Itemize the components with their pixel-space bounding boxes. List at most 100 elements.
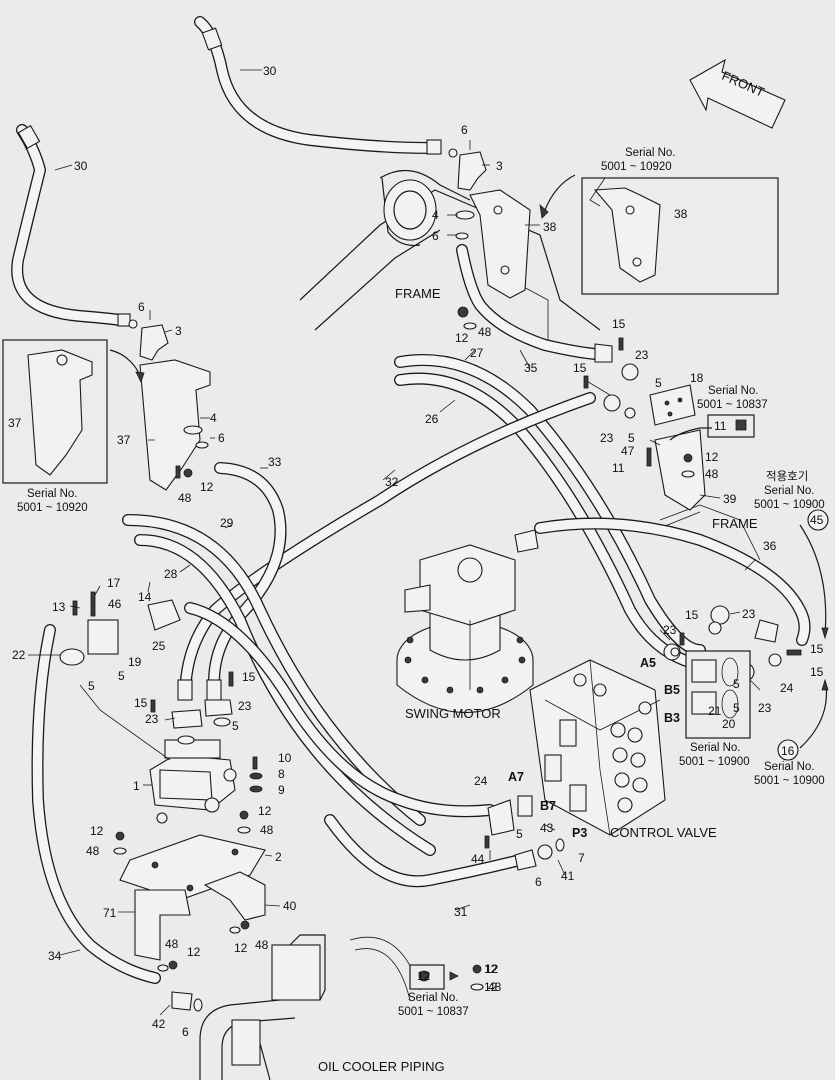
part-number: 48 — [255, 938, 269, 952]
part-number: 25 — [152, 639, 166, 653]
part-number: 12 — [484, 962, 498, 976]
part-number: 5 — [88, 679, 95, 693]
part-number: 29 — [220, 516, 234, 530]
part-number: 11 — [612, 461, 625, 475]
korean-note: 적용호기 — [766, 470, 808, 483]
boom-frame — [299, 169, 611, 396]
part-number: 27 — [470, 346, 484, 360]
port-label: B7 — [540, 799, 556, 813]
part-number: 12 — [234, 941, 248, 955]
part-number: 7 — [578, 851, 585, 865]
part-number: 6 — [535, 875, 542, 889]
serial-range: 5001 ~ 10920 — [17, 502, 88, 514]
front-arrow — [689, 58, 786, 129]
part-number: 30 — [74, 159, 88, 173]
part-number: 23 — [600, 431, 614, 445]
port-labels: A5 B5 B3 A7 B7 P3 — [508, 656, 680, 840]
part-number: 17 — [107, 576, 121, 590]
part-number: 5 — [628, 431, 635, 445]
serial-range: 5001 ~ 10920 — [601, 161, 672, 173]
part-number: 6 — [182, 1025, 189, 1039]
swing-motor-label: SWING MOTOR — [405, 706, 501, 721]
part-number: 6 — [461, 123, 468, 137]
part-number: 23 — [742, 607, 756, 621]
part-number: 12 — [705, 450, 719, 464]
part-number: 2 — [275, 850, 282, 864]
part-number: 28 — [164, 567, 178, 581]
serial-heading: Serial No. — [408, 992, 459, 1004]
serial-notes: Serial No. 5001 ~ 10920 Serial No. 5001 … — [17, 147, 825, 1018]
part-number: 5 — [733, 701, 740, 715]
part-number: 23 — [635, 348, 649, 362]
inset-boxes — [2, 177, 779, 991]
part-number: 10 — [278, 751, 292, 765]
part-number: 9 — [278, 783, 285, 797]
part-number: 33 — [268, 455, 282, 469]
part-number: 18 — [690, 371, 704, 385]
part-number: 26 — [425, 412, 439, 426]
part-number: 35 — [524, 361, 538, 375]
leader-lines — [28, 69, 761, 1016]
part-number: 15 — [134, 696, 148, 710]
part-number: 42 — [152, 1017, 166, 1031]
part-number: 48 — [178, 491, 192, 505]
part-number: 12 — [455, 331, 469, 345]
part-number: 24 — [474, 774, 488, 788]
part-number: 5 — [733, 677, 740, 691]
part-number: 12 — [90, 824, 104, 838]
oil-cooler-label: OIL COOLER PIPING — [318, 1059, 445, 1074]
part-number: 5 — [232, 719, 239, 733]
part-number: 48 — [165, 937, 179, 951]
part-number: 15 — [685, 608, 699, 622]
serial-range: 5001 ~ 10837 — [697, 399, 768, 411]
part-number: 16 — [781, 744, 795, 758]
part-number: 44 — [471, 852, 485, 866]
part-number: 1 — [133, 779, 140, 793]
part-number: 5 — [516, 827, 523, 841]
swing-motor — [396, 529, 539, 713]
part-number: 13 — [52, 600, 66, 614]
serial-heading: Serial No. — [764, 761, 815, 773]
fittings — [17, 27, 802, 1012]
control-valve-label: CONTROL VALVE — [610, 825, 717, 840]
part-number: 3 — [175, 324, 182, 338]
part-number: 12 — [258, 804, 272, 818]
part-number: 47 — [621, 444, 635, 458]
part-number: 12 — [485, 962, 499, 976]
part-number: 31 — [454, 905, 468, 919]
valve-assembly — [149, 739, 237, 824]
part-number: 48 — [705, 467, 719, 481]
part-number: 38 — [674, 207, 688, 221]
serial-range: 5001 ~ 10900 — [754, 499, 825, 511]
part-number: 30 — [263, 64, 277, 78]
part-number: 15 — [810, 665, 824, 679]
part-number: 48 — [478, 325, 492, 339]
serial-heading: Serial No. — [27, 488, 78, 500]
part-number: 8 — [278, 767, 285, 781]
part-number: 36 — [763, 539, 777, 553]
part-number: 12 — [484, 980, 498, 994]
part-number: 37 — [8, 416, 22, 430]
port-label: B3 — [664, 711, 680, 725]
part-number: 48 — [260, 823, 274, 837]
part-number: 48 — [86, 844, 100, 858]
serial-range: 5001 ~ 10837 — [398, 1006, 469, 1018]
part-number: 40 — [283, 899, 297, 913]
serial-range: 5001 ~ 10900 — [754, 775, 825, 787]
serial-heading: Serial No. — [764, 485, 815, 497]
port-label: A5 — [640, 656, 656, 670]
serial-heading: Serial No. — [625, 147, 676, 159]
part-number: 15 — [612, 317, 626, 331]
part-number: 15 — [242, 670, 256, 684]
part-number: 15 — [810, 642, 824, 656]
frame-label: FRAME — [395, 286, 441, 301]
serial-range: 5001 ~ 10900 — [679, 756, 750, 768]
part-number: 71 — [103, 906, 117, 920]
part-number: 12 — [200, 480, 214, 494]
part-number: 23 — [663, 623, 677, 637]
part-number: 34 — [48, 949, 62, 963]
port-label: P3 — [572, 826, 587, 840]
part-number: 4 — [432, 208, 439, 222]
part-number: 14 — [138, 590, 152, 604]
reference-arrows — [109, 174, 829, 761]
